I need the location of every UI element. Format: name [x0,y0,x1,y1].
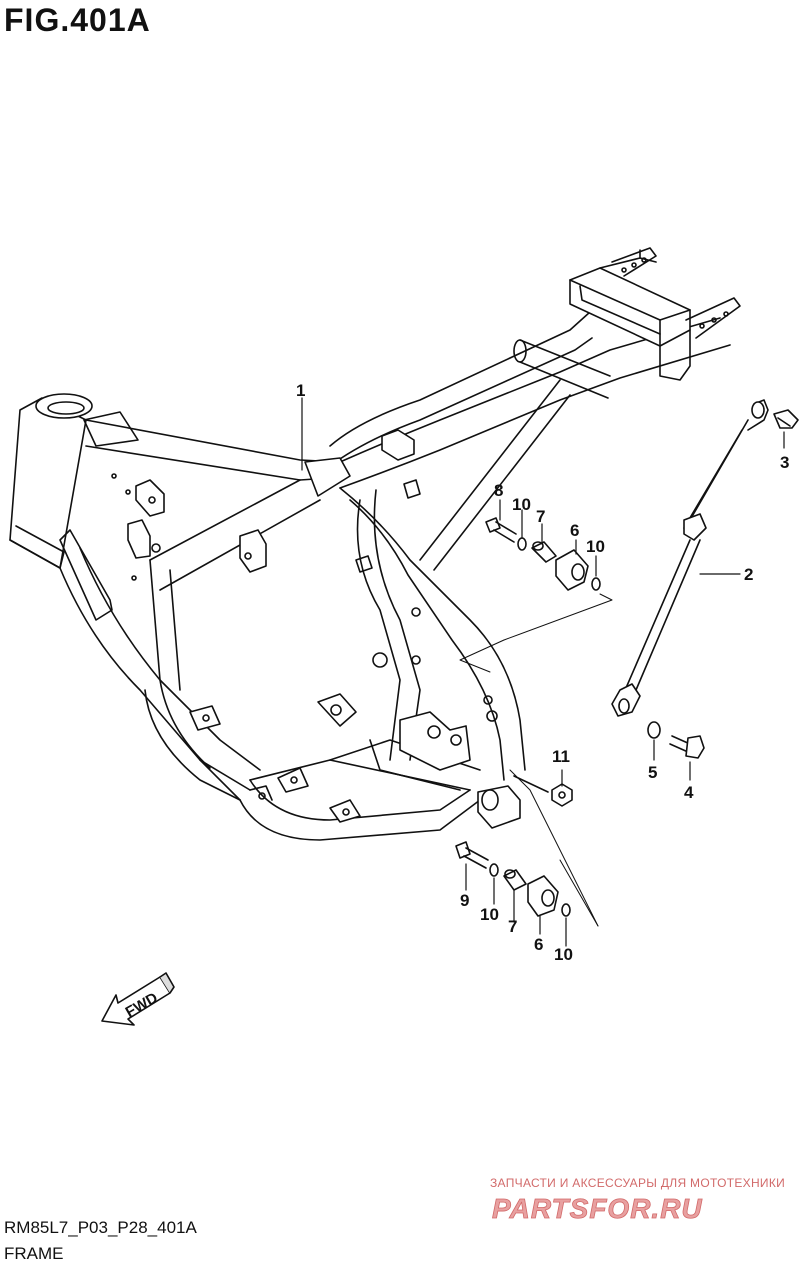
bolt-8 [486,518,516,542]
bolt-3 [774,410,798,428]
callout-2: 2 [744,565,754,584]
collar-7a [532,542,556,562]
watermark-tagline: ЗАПЧАСТИ И АКСЕССУАРЫ ДЛЯ МОТОТЕХНИКИ [490,1176,786,1190]
down-tube-inner [80,548,260,770]
guide-lines-upper [460,594,612,672]
engine-tab-4 [190,706,220,730]
figure-title: FIG.401A [4,2,151,38]
callout-11: 11 [552,747,570,766]
subframe-rod-2 [612,400,768,716]
cushion-6b [528,876,558,916]
down-tube-outer [60,568,250,790]
figure-code: RM85L7_P03_P28_401A [4,1218,197,1237]
collar-7b [504,870,526,890]
callout-4: 4 [684,783,694,802]
bolt-4 [670,736,704,758]
callout-7-lower: 7 [508,917,518,936]
leader-lines [302,398,784,946]
callout-10-a: 10 [512,495,531,514]
bottom-cradle-inner [250,780,470,820]
diagonal-rear-a [420,380,560,560]
upper-rear-rail-b [340,345,730,488]
rear-box [570,248,740,380]
callout-10-c: 10 [480,905,499,924]
head-gusset [84,412,138,446]
callout-3: 3 [780,453,790,472]
main-spar-outer [340,488,525,770]
top-bracket [382,430,414,460]
down-gusset [60,530,112,620]
engine-tab-1 [318,694,356,726]
engine-tab-3 [330,800,360,822]
callout-7-upper: 7 [536,507,546,526]
center-gusset [305,458,350,496]
diagonal-rear-b [434,395,570,570]
inner-spar-b [374,490,420,760]
callout-5: 5 [648,763,658,782]
front-brackets [112,474,266,580]
washer-5 [648,722,660,738]
front-vertical-b [170,570,180,690]
front-vertical-a [150,560,160,680]
washer-10a [518,538,526,550]
pivot-boss [478,786,520,828]
seat-rail-b [330,338,592,466]
washer-10b [592,578,600,590]
watermark-logo: PARTSFOR.RU [492,1193,703,1224]
front-cross-upper [150,480,300,560]
bottom-cradle-outer [240,800,480,840]
callout-10-b: 10 [586,537,605,556]
inner-spar-a [358,500,401,760]
main-top-tube-lower [86,446,330,480]
callout-9: 9 [460,891,470,910]
nut-11 [552,784,572,806]
callout-8: 8 [494,481,504,500]
figure-caption: FRAME [4,1244,64,1263]
callout-6-lower: 6 [534,935,544,954]
washer-10d [562,904,570,916]
main-spar-inner [350,500,504,780]
callout-1: 1 [296,381,306,400]
lower-bracket [400,712,470,770]
washer-10c [490,864,498,876]
bolt-9 [456,842,488,868]
callout-10-d: 10 [554,945,573,964]
seat-rail-a [330,312,590,446]
callout-6-upper: 6 [570,521,580,540]
cushion-6a [556,550,588,590]
steering-head-tube [10,394,92,568]
engine-tab-2 [278,768,308,792]
lower-front-tube [145,690,240,800]
watermark-logo-text: PARTSFOR.RU [492,1193,703,1224]
rear-cross-tube [520,340,610,398]
fwd-arrow-icon: FWD [98,965,178,1029]
